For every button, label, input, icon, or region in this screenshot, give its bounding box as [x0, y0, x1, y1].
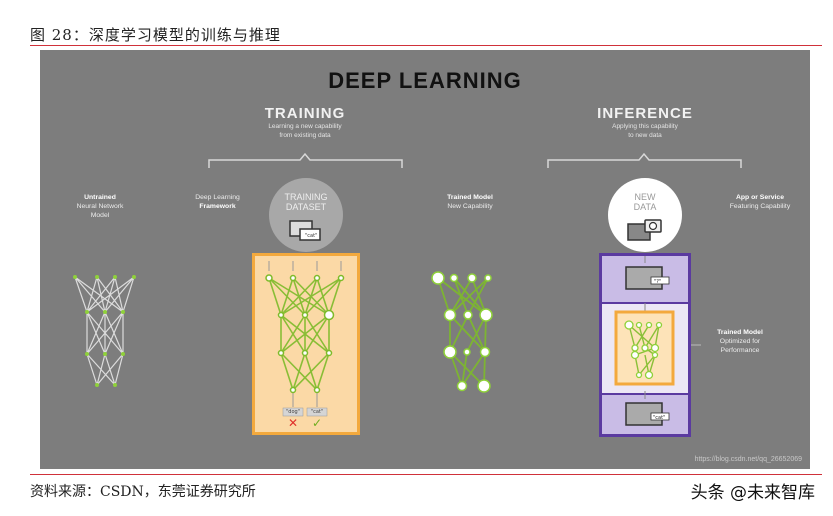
trained-model-label: Trained Model New Capability — [435, 193, 505, 211]
inference-bracket-icon — [547, 152, 742, 168]
training-subtitle-2: from existing data — [279, 132, 331, 139]
optimized-label-bold: Trained Model — [717, 329, 763, 336]
framework-label-line1: Deep Learning — [195, 194, 240, 201]
untrained-label: Untrained Neural Network Model — [70, 193, 130, 220]
training-dataset-line1: TRAINING — [284, 192, 328, 202]
framework-label: Deep Learning Framework — [185, 193, 250, 211]
training-subtitle-1: Learning a new capability — [268, 123, 342, 130]
app-label-line2: Featuring Capability — [729, 203, 791, 210]
trained-network-icon — [431, 271, 493, 393]
inference-input-tag: "?" — [654, 279, 661, 285]
output-cat-label: "cat" — [310, 409, 324, 415]
training-section: TRAINING Learning a new capability from … — [225, 105, 385, 140]
new-data-line2: DATA — [633, 202, 657, 212]
inference-section: INFERENCE Applying this capability to ne… — [565, 105, 725, 140]
framework-label-bold: Framework — [199, 203, 236, 210]
optimized-label-line3: Performance — [720, 347, 760, 354]
new-data-line1: NEW — [634, 192, 656, 202]
inference-subtitle-2: to new data — [628, 132, 662, 139]
source-note: 资料来源：CSDN，东莞证券研究所 — [30, 484, 256, 500]
trained-label-bold: Trained Model — [447, 194, 493, 201]
diagram-panel: DEEP LEARNING TRAINING Learning a new ca… — [40, 50, 810, 469]
training-dataset-line2: DATASET — [285, 202, 327, 212]
output-dog-label: "dog" — [285, 409, 300, 415]
dataset-images-icon: "cat" — [289, 220, 321, 241]
watermark-url: https://blog.csdn.net/qq_26652069 — [694, 456, 802, 463]
optimized-model-label: Trained Model Optimized for Performance — [705, 328, 775, 355]
bottom-rule — [30, 474, 822, 475]
inference-subtitle-1: Applying this capability — [612, 123, 678, 130]
optimized-label-line2: Optimized for — [719, 338, 761, 345]
untrained-label-line3: Model — [90, 212, 110, 219]
app-service-label: App or Service Featuring Capability — [720, 193, 800, 211]
untrained-network-icon — [73, 275, 136, 387]
untrained-label-bold: Untrained — [84, 194, 116, 201]
inference-heading: INFERENCE — [597, 105, 693, 122]
figure-caption: 图 28：深度学习模型的训练与推理 — [30, 26, 281, 44]
top-rule — [30, 45, 822, 46]
camera-photo-icon — [627, 219, 662, 241]
training-bracket-icon — [208, 152, 403, 168]
wrong-x-icon: ✕ — [287, 416, 299, 430]
untrained-label-line2: Neural Network — [76, 203, 124, 210]
inference-output-tag: "cat" — [653, 415, 665, 421]
trained-label-line2: New Capability — [447, 203, 493, 210]
brand-watermark: 头条 @未来智库 — [690, 483, 815, 503]
inference-stack-graphics: "?" "cat" — [614, 256, 701, 426]
correct-check-icon: ✓ — [311, 416, 323, 430]
app-label-bold: App or Service — [736, 194, 784, 201]
diagram-title: DEEP LEARNING — [328, 68, 522, 93]
framework-network-icon — [265, 261, 345, 417]
training-heading: TRAINING — [264, 105, 346, 122]
svg-text:"cat": "cat" — [305, 233, 317, 239]
